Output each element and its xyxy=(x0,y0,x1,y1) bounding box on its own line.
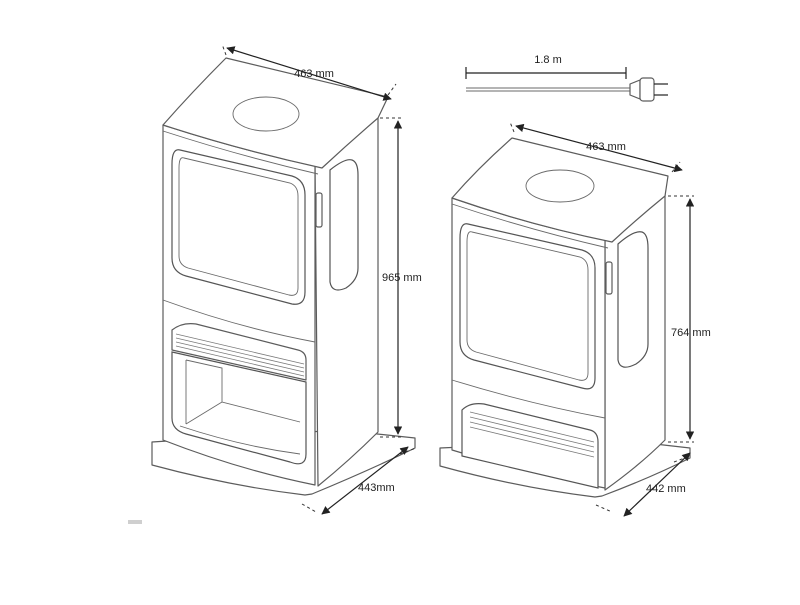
tall-width-label: 463 mm xyxy=(294,68,334,80)
short-height-label: 764 mm xyxy=(671,327,711,339)
tall-depth-label: 443mm xyxy=(358,482,395,494)
short-stove-side-window xyxy=(617,231,649,368)
tall-stove-window-inner xyxy=(178,157,299,296)
short-width-label: 463 mm xyxy=(586,141,626,153)
tall-depth-dimension-line xyxy=(321,446,409,515)
power-cable: 1.8 m xyxy=(465,54,668,102)
short-depth-label: 442 mm xyxy=(646,483,686,495)
short-stove-handle xyxy=(605,261,613,295)
short-stove-grille-frame xyxy=(461,403,599,489)
tall-height-label: 965 mm xyxy=(382,272,422,284)
tall-stove-side-window xyxy=(329,159,359,291)
cable-wire xyxy=(466,87,630,92)
tall-stove-grille-slats xyxy=(175,333,305,377)
short-stove-divider xyxy=(451,379,606,419)
tall-stove xyxy=(151,57,416,496)
plug-icon xyxy=(629,77,668,102)
tall-stove-top-edge xyxy=(162,130,319,175)
tall-stove-dimensions: 463 mm 965 mm 443mm xyxy=(221,43,422,515)
tall-width-dimension-line xyxy=(226,46,392,101)
tall-stove-window xyxy=(171,149,306,305)
cable-length-label: 1.8 m xyxy=(534,54,562,66)
tall-stove-log-store-floor xyxy=(179,425,301,455)
short-stove-grille-slats xyxy=(469,411,595,458)
short-stove xyxy=(439,137,691,498)
short-width-dimension-line xyxy=(515,123,683,173)
short-stove-window xyxy=(459,223,596,390)
tall-stove-divider xyxy=(162,299,316,343)
tall-stove-grille-frame xyxy=(171,323,307,381)
tall-stove-handle xyxy=(315,192,323,228)
short-stove-dimensions: 463 mm 764 mm 442 mm xyxy=(509,121,711,517)
tall-stove-log-store-back xyxy=(185,359,301,425)
short-stove-top-edge xyxy=(451,203,609,249)
short-stove-window-inner xyxy=(466,231,589,381)
short-depth-dimension-line xyxy=(623,452,691,517)
tall-stove-log-store xyxy=(171,351,307,465)
scan-artifact xyxy=(128,520,142,524)
